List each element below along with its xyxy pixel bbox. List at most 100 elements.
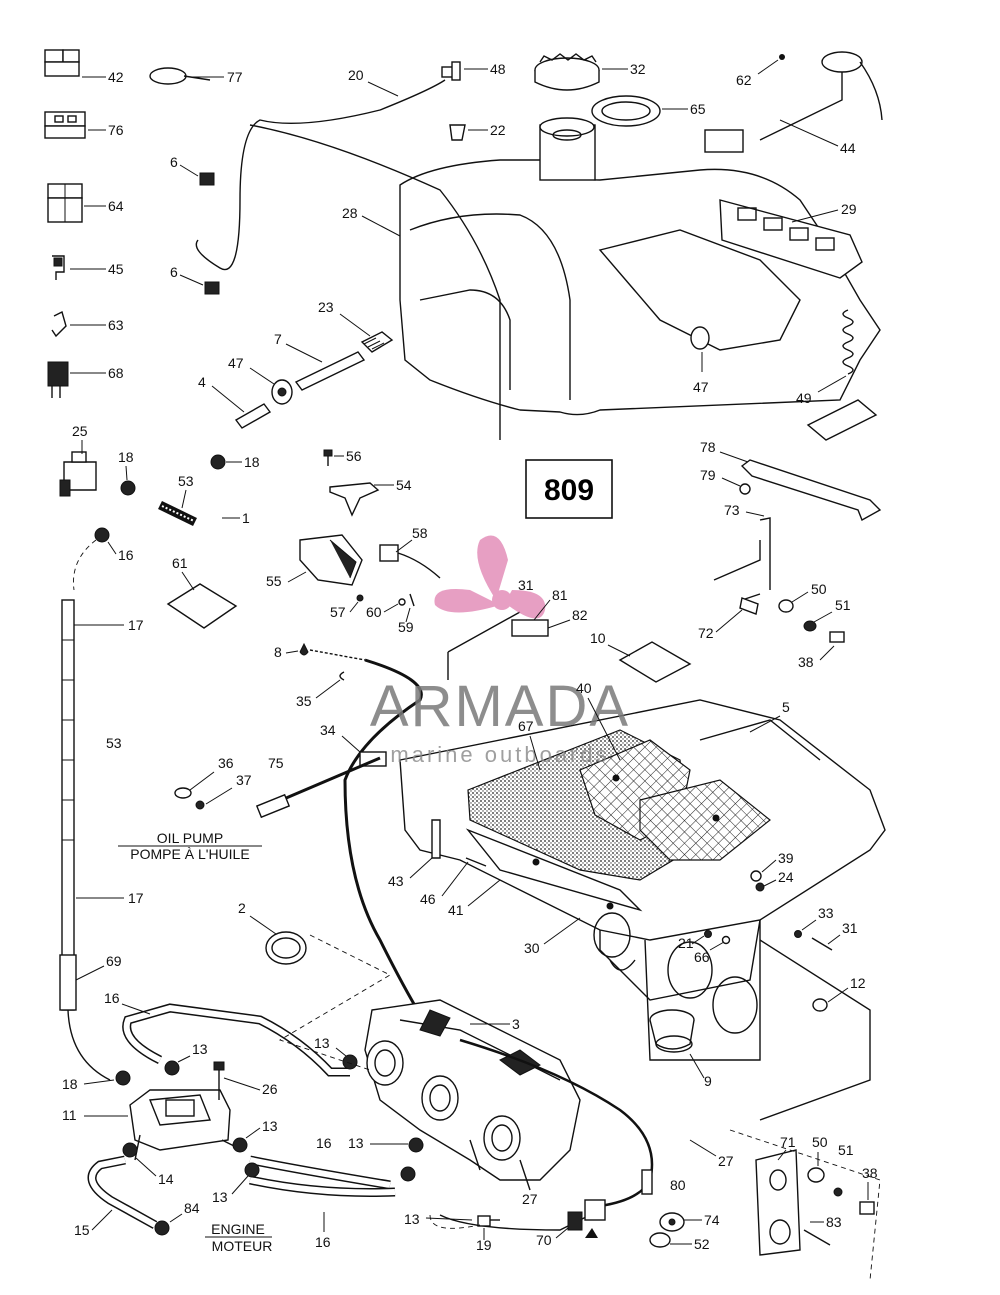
callout-label: 15: [74, 1222, 90, 1238]
callout-label: 46: [420, 891, 436, 907]
terminal-45: [52, 255, 65, 280]
callout-label: 75: [268, 755, 284, 771]
fasteners-50-51-38-83: [803, 1167, 875, 1246]
callout-label: 23: [318, 299, 334, 315]
callout-label: 76: [108, 122, 124, 138]
watermark-brand: ARMADA: [370, 674, 630, 739]
grommet-47: [271, 326, 710, 405]
caption-moteur: MOTEUR: [212, 1238, 273, 1254]
callout-label: 36: [218, 755, 234, 771]
caption-oil-pump: OIL PUMP: [157, 830, 223, 846]
callout-label: 64: [108, 198, 124, 214]
callout-label: 51: [835, 597, 851, 613]
callout-label: 78: [700, 439, 716, 455]
fitting-23: [360, 331, 394, 353]
callout-label: 18: [118, 449, 134, 465]
callout-label: 83: [826, 1214, 842, 1230]
callout-label: 13: [192, 1041, 208, 1057]
clip-35: [339, 671, 345, 681]
callout-label: 50: [811, 581, 827, 597]
callout-label: 13: [212, 1189, 228, 1205]
callout-label: 27: [718, 1153, 734, 1169]
callout-label: 61: [172, 555, 188, 571]
callout-label: 74: [704, 1212, 720, 1228]
callout-label: 40: [576, 680, 592, 696]
callout-label: 53: [178, 473, 194, 489]
callout-label: 69: [106, 953, 122, 969]
fuel-cap-32: [534, 53, 600, 91]
switch-58: [379, 544, 441, 579]
bolt-26: [213, 1061, 225, 1100]
callout-label: 56: [346, 448, 362, 464]
lever-54: [329, 482, 380, 517]
callout-label: 31: [518, 577, 534, 593]
callout-label: 54: [396, 477, 412, 493]
callout-label: 52: [694, 1236, 710, 1252]
callout-label: 80: [670, 1177, 686, 1193]
bracket-72: [713, 517, 771, 615]
callout-label: 6: [170, 154, 178, 170]
pad-49: [806, 399, 878, 441]
callout-label: 58: [412, 525, 428, 541]
callout-label: 18: [62, 1076, 78, 1092]
callout-label: 38: [862, 1165, 878, 1181]
callout-label: 41: [448, 902, 464, 918]
callout-label: 77: [227, 69, 243, 85]
callout-label: 65: [690, 101, 706, 117]
bracket-43-46: [431, 819, 487, 867]
hose-15: [87, 1155, 158, 1229]
watermark-tagline: marine outboards: [390, 742, 609, 767]
diagram-number: 809: [544, 474, 594, 507]
callout-label: 32: [630, 61, 646, 77]
callout-label: 17: [128, 890, 144, 906]
callout-label: 71: [780, 1134, 796, 1150]
spring-53: [158, 500, 197, 527]
callout-label: 47: [228, 355, 244, 371]
callout-label: 62: [736, 72, 752, 88]
callout-label: 16: [316, 1135, 332, 1151]
callout-label: 2: [238, 900, 246, 916]
clamps-13-14-84: [122, 1054, 424, 1236]
clamp-2: [265, 931, 307, 965]
callout-label: 16: [315, 1234, 331, 1250]
clip-19: [477, 1215, 500, 1227]
callout-label: 19: [476, 1237, 492, 1253]
sensor-70-80: [567, 1169, 653, 1238]
callout-label: 67: [518, 718, 534, 734]
callout-label: 14: [158, 1171, 174, 1187]
fuel-tank-28: [399, 117, 881, 416]
clamp-18: [94, 454, 226, 1086]
callout-label: 70: [536, 1232, 552, 1248]
callout-label: 48: [490, 61, 506, 77]
diagram-number-box: [525, 459, 613, 519]
callout-label: 63: [108, 317, 124, 333]
boot-9: [649, 1009, 695, 1053]
callout-label: 82: [572, 607, 588, 623]
callout-label: 18: [244, 454, 260, 470]
connector-64: [47, 183, 83, 223]
callout-label: 13: [262, 1118, 278, 1134]
callout-label: 21: [678, 935, 694, 951]
callout-label: 16: [104, 990, 120, 1006]
callout-label: 13: [404, 1211, 420, 1227]
callout-label: 66: [694, 949, 710, 965]
callout-label: 30: [524, 940, 540, 956]
callout-label: 42: [108, 69, 124, 85]
grommet-74-52: [649, 1212, 685, 1248]
hose-1: [166, 469, 226, 530]
fasteners-39-24-21-66-33-31-12: [704, 870, 833, 1012]
washer-50-51: [778, 599, 845, 643]
terminal-63: [51, 310, 67, 338]
callouts: 42 77 76 64 45 63 68 20 48 22 32 65 62 4…: [62, 54, 878, 1253]
vent-hose-20: [195, 61, 501, 440]
callout-label: 17: [128, 617, 144, 633]
tube-7: [294, 351, 366, 391]
callout-label: 13: [348, 1135, 364, 1151]
callout-label: 26: [262, 1081, 278, 1097]
callout-label: 43: [388, 873, 404, 889]
callout-label: 29: [841, 201, 857, 217]
callout-label: 59: [398, 619, 414, 635]
air-silencer-5: [399, 699, 886, 1121]
fitting-4: [234, 403, 272, 429]
strap-29: [719, 199, 863, 279]
